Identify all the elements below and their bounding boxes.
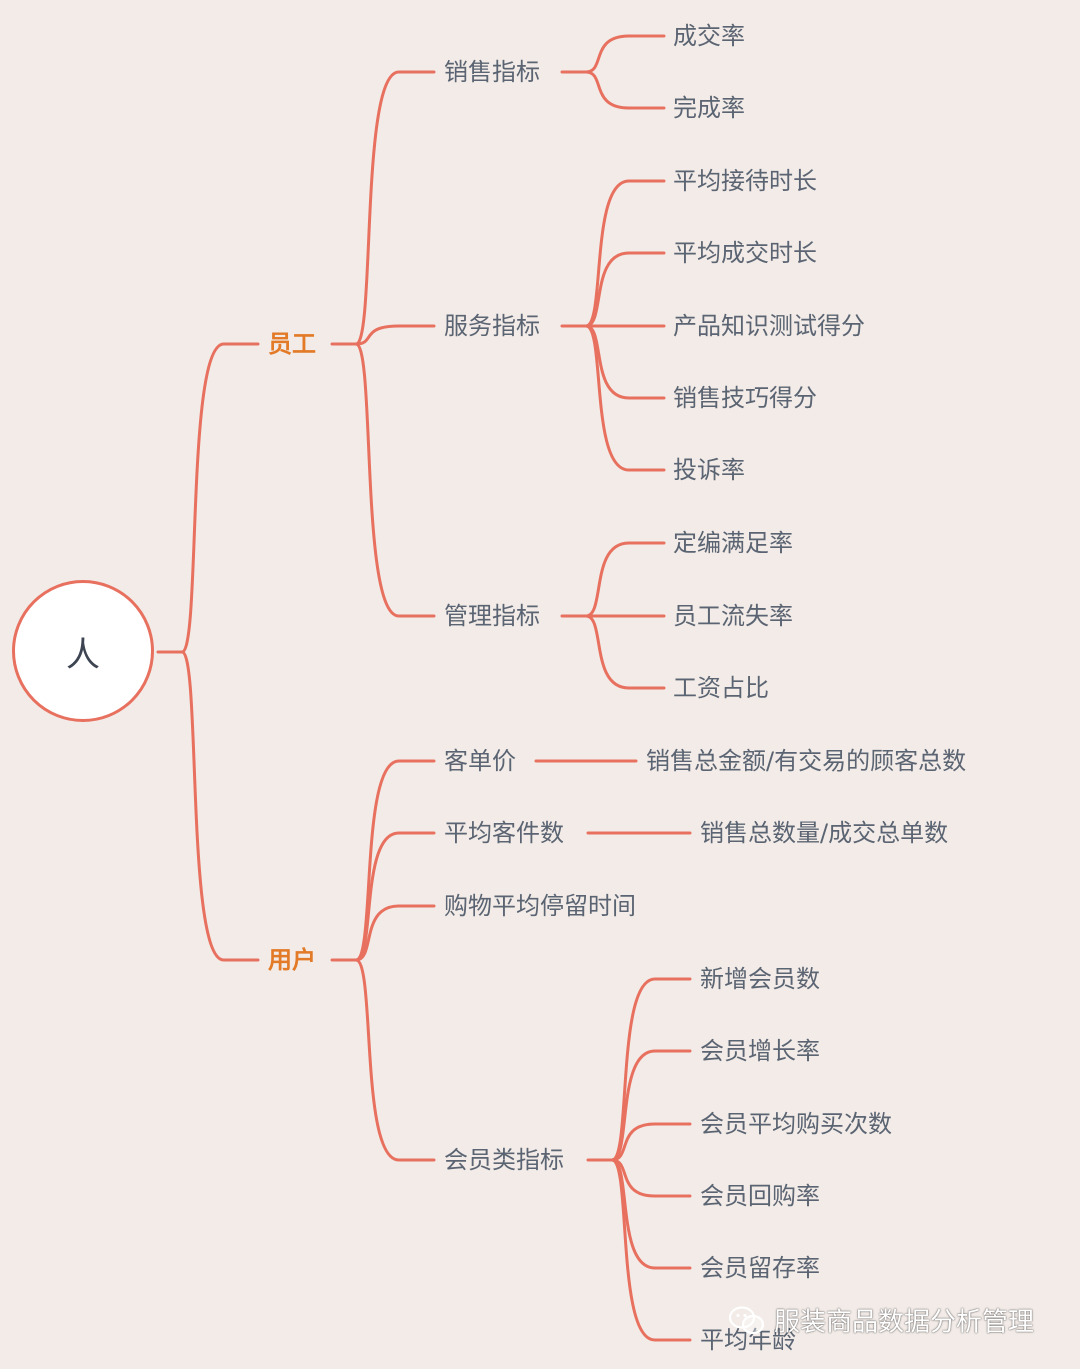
leaf-avg-items-formula: 销售总数量/成交总单数 <box>700 819 949 847</box>
service-edge-1 <box>584 179 666 328</box>
category-user: 用户 <box>268 946 316 974</box>
leaf-management-1: 定编满足率 <box>673 529 793 557</box>
leaf-sales-1: 成交率 <box>673 22 745 50</box>
leaf-service-4: 销售技巧得分 <box>673 384 817 412</box>
leaf-member-1: 新增会员数 <box>700 965 820 993</box>
member-edge-6 <box>610 1158 692 1342</box>
leaf-service-3: 产品知识测试得分 <box>673 312 865 340</box>
member-edge-3 <box>610 1122 692 1162</box>
user-edge-2 <box>354 831 436 962</box>
node-avg-stay: 购物平均停留时间 <box>444 892 636 920</box>
management-edge-1 <box>584 541 666 618</box>
node-avg-items: 平均客件数 <box>444 819 564 847</box>
user-edge-4 <box>354 958 436 1162</box>
leaf-unit-price-formula: 销售总金额/有交易的顾客总数 <box>646 747 967 775</box>
root-label: 人 <box>66 634 100 675</box>
node-service-indicators: 服务指标 <box>444 312 540 340</box>
leaf-service-5: 投诉率 <box>673 456 745 484</box>
root-edge-1 <box>180 342 260 654</box>
leaf-sales-2: 完成率 <box>673 94 745 122</box>
member-edge-2 <box>610 1049 692 1162</box>
employee-edge-2 <box>354 324 436 346</box>
leaf-management-3: 工资占比 <box>673 674 769 702</box>
node-member-indicators: 会员类指标 <box>444 1146 564 1174</box>
sales-edge-2 <box>584 70 666 110</box>
leaf-member-4: 会员回购率 <box>700 1182 820 1210</box>
node-sales-indicators: 销售指标 <box>444 58 540 86</box>
leaf-service-1: 平均接待时长 <box>673 167 817 195</box>
leaf-management-2: 员工流失率 <box>673 602 793 630</box>
node-unit-price: 客单价 <box>444 747 516 775</box>
service-edge-5 <box>584 324 666 472</box>
sales-edge-1 <box>584 34 666 74</box>
watermark-text: 服装商品数据分析管理 <box>774 1307 1035 1338</box>
leaf-member-5: 会员留存率 <box>700 1254 820 1282</box>
employee-edge-1 <box>354 70 436 346</box>
wechat-icon <box>728 1305 765 1334</box>
service-edge-2 <box>584 251 666 328</box>
root-node: 人 <box>12 580 154 722</box>
root-edge-2 <box>180 650 260 962</box>
leaf-service-2: 平均成交时长 <box>673 239 817 267</box>
management-edge-3 <box>584 614 666 690</box>
node-management-indicators: 管理指标 <box>444 602 540 630</box>
user-edge-3 <box>354 904 436 962</box>
watermark: 服装商品数据分析管理 <box>728 1302 1034 1339</box>
employee-edge-3 <box>354 342 436 618</box>
category-employee: 员工 <box>268 330 316 358</box>
leaf-member-2: 会员增长率 <box>700 1037 820 1065</box>
leaf-member-3: 会员平均购买次数 <box>700 1110 892 1138</box>
